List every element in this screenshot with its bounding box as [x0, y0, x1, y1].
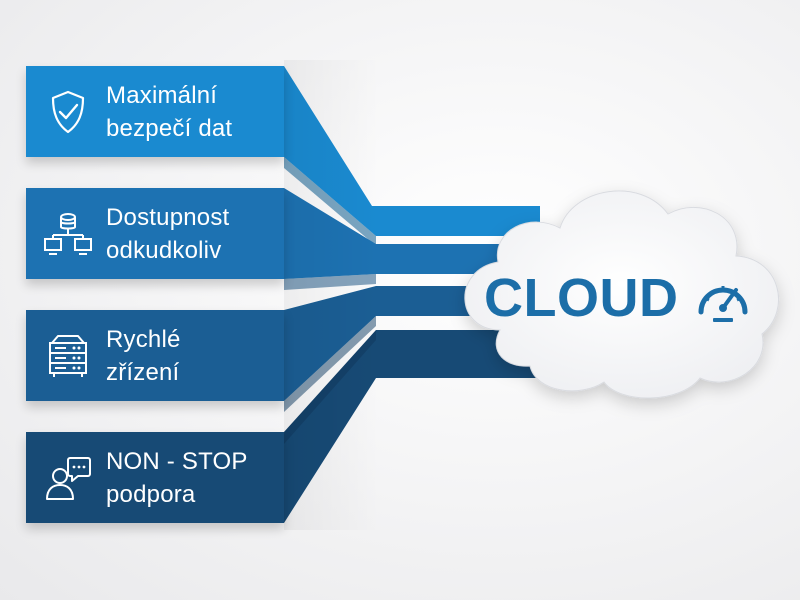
feature-label: Rychlé zřízení [106, 323, 181, 389]
database-network-icon [40, 206, 96, 262]
feature-label: Dostupnost odkudkoliv [106, 201, 229, 267]
feature-panel-availability: Dostupnost odkudkoliv [26, 188, 284, 279]
feature-label-line2: podpora [106, 480, 196, 508]
feature-label-line2: odkudkoliv [106, 236, 222, 264]
feature-panel-support: NON - STOP podpora [26, 432, 284, 523]
feature-label-line1: Rychlé [106, 325, 181, 353]
server-rack-icon [40, 328, 96, 384]
speedometer-icon [698, 286, 748, 322]
cloud-label: CLOUD [484, 268, 679, 328]
feature-label-line2: bezpečí dat [106, 114, 233, 142]
feature-label-line1: Dostupnost [106, 203, 230, 231]
feature-label-line1: Maximální [106, 81, 218, 109]
feature-label: NON - STOP podpora [106, 445, 248, 511]
feature-panel-setup: Rychlé zřízení [26, 310, 284, 401]
support-chat-icon [40, 450, 96, 506]
shield-check-icon [40, 84, 96, 140]
feature-panel-security: Maximální bezpečí dat [26, 66, 284, 157]
feature-label-line2: zřízení [106, 358, 180, 386]
feature-label-line1: NON - STOP [106, 447, 248, 475]
feature-label: Maximální bezpečí dat [106, 79, 232, 145]
